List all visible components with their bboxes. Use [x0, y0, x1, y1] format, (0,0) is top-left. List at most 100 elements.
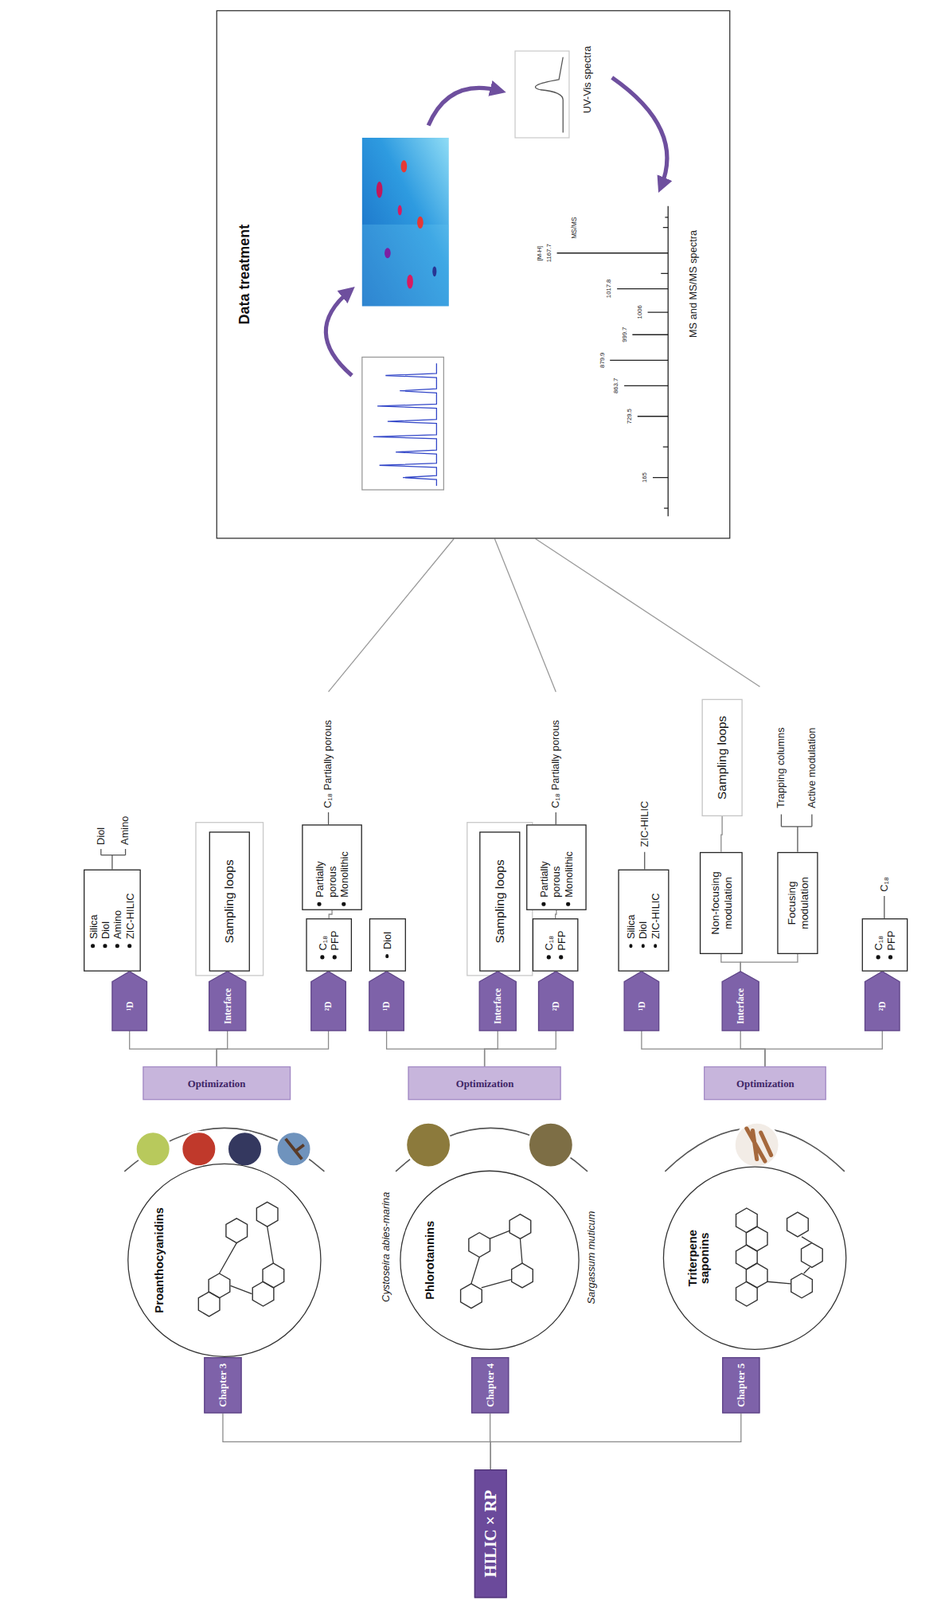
optimization-band: Optimization [142, 1065, 291, 1100]
arrow-fill [112, 971, 148, 1031]
node-text: Optimization [736, 1077, 795, 1089]
bark-photo [276, 1131, 312, 1167]
column-list-box: Partially porousMonolithic [301, 823, 363, 910]
bullet-dot [888, 955, 892, 959]
node-content: Sampling loops [222, 858, 237, 943]
node-text: ¹D [381, 1000, 392, 1011]
node-content: ¹D [636, 1000, 648, 1011]
annotation-label: MS and MS/MS spectra [687, 230, 700, 338]
connector-line [721, 953, 741, 972]
converging-line [494, 538, 556, 692]
modulation-box: Focusing modulation [776, 851, 818, 954]
annotation-label: Active modulation [805, 727, 818, 809]
list-item: Diol [99, 921, 112, 948]
node-text: HILIC × RP [481, 1489, 500, 1578]
seaweed-photo [528, 1121, 574, 1167]
arrow-fill [311, 971, 347, 1031]
list-text: PFP [555, 930, 568, 951]
dimension-arrow: ¹D [624, 971, 660, 1031]
contour-spot [384, 247, 391, 258]
list-item: PFP [555, 930, 568, 960]
spectrum-annotation: 1167.7 [545, 243, 553, 262]
curved-arrow [612, 77, 668, 187]
compound-circle: Phlorotannins [399, 1170, 580, 1351]
node-content: Interface [222, 987, 233, 1024]
connector-line [328, 909, 332, 918]
interface-box: Sampling loops [479, 831, 520, 972]
interface-box: Sampling loops [209, 831, 250, 972]
interface-arrow: Interface [479, 971, 516, 1031]
licorice-roots [746, 1128, 772, 1161]
list-item: Diol [637, 921, 650, 948]
node-text: ²D [323, 1000, 334, 1011]
connector-line [490, 1413, 742, 1469]
node-content: SilicaDiolAminoZIC-HILIC [87, 892, 137, 948]
curved-arrow [428, 87, 500, 125]
list-item: Partially porous [313, 827, 339, 906]
node-text: Triterpene saponins [686, 1208, 711, 1307]
optimization-band: Optimization [703, 1065, 827, 1100]
node-content: Chapter 5 [735, 1362, 747, 1407]
seaweed-photo [405, 1121, 451, 1167]
node-content: Proanthocyanidins [152, 1206, 165, 1313]
arrow-shape [369, 971, 405, 1031]
connector-line [641, 1030, 766, 1066]
chapter-box: Chapter 3 [203, 1356, 242, 1413]
annotation-label: Amino [119, 815, 132, 845]
node-content: ²D [323, 1000, 334, 1011]
modulation-box: Non-focusing modulation [699, 851, 743, 954]
node-text: Chapter 4 [484, 1362, 496, 1407]
contour-spot [406, 274, 414, 289]
list-item: Monolithic [562, 851, 575, 906]
arrow-fill [369, 971, 405, 1031]
node-text: Sampling loops [492, 858, 508, 943]
node-text: Sampling loops [222, 858, 237, 943]
data-treatment-panel: Data treatment [216, 10, 731, 539]
node-content: Focusing modulation [785, 855, 811, 950]
list-item: PFP [328, 930, 341, 960]
leader-line [327, 811, 329, 824]
node-text: Proanthocyanidins [152, 1206, 165, 1313]
converging-line [328, 538, 455, 692]
contour-spot [398, 205, 403, 216]
node-content: C₁₈PFP [872, 930, 898, 960]
list-item: ZIC-HILIC [124, 892, 137, 948]
node-text: Optimization [187, 1077, 246, 1089]
node-content: Partially porousMonolithic [313, 827, 351, 906]
annotation-label: Trapping columns [775, 726, 788, 808]
phlorotannin-structure [460, 1214, 534, 1308]
node-content: Triterpene saponins [686, 1208, 711, 1307]
arrow-shape [311, 971, 347, 1031]
node-text: Phlorotannins [423, 1220, 436, 1300]
list-item: C₁₈ [316, 935, 329, 960]
column-list-box: C₁₈PFP [532, 917, 579, 972]
node-content: C₁₈PFP [542, 930, 568, 960]
spectrum-annotation: 1017.8 [605, 279, 613, 299]
leader-line [555, 811, 557, 824]
leader-line [101, 848, 126, 870]
bullet-dot [628, 943, 633, 947]
node-text: Interface [222, 987, 233, 1024]
list-text: PFP [328, 930, 341, 951]
bracket-arc [124, 1127, 325, 1171]
list-text: PFP [884, 930, 897, 951]
optimization-band: Optimization [408, 1065, 562, 1100]
bullet-dot [127, 943, 131, 947]
list-text: ZIC-HILIC [124, 892, 137, 939]
node-text: Sampling loops [714, 715, 730, 800]
arrow-fill [865, 971, 901, 1031]
list-text: C₁₈ [542, 935, 555, 951]
column-list-box: Diol [369, 917, 406, 972]
list-text: Silica [624, 913, 637, 939]
node-content: ¹D [124, 1000, 135, 1011]
annotation-label: C₁₈ Partially porous [322, 719, 335, 809]
node-text: ¹D [636, 1000, 648, 1011]
chromatogram-panel [362, 356, 445, 490]
uv-trace [535, 57, 564, 133]
node-content: Interface [735, 987, 746, 1024]
bark-branch [285, 1138, 305, 1160]
root-box: HILIC × RP [474, 1468, 508, 1597]
list-item: ZIC-HILIC [649, 892, 662, 948]
